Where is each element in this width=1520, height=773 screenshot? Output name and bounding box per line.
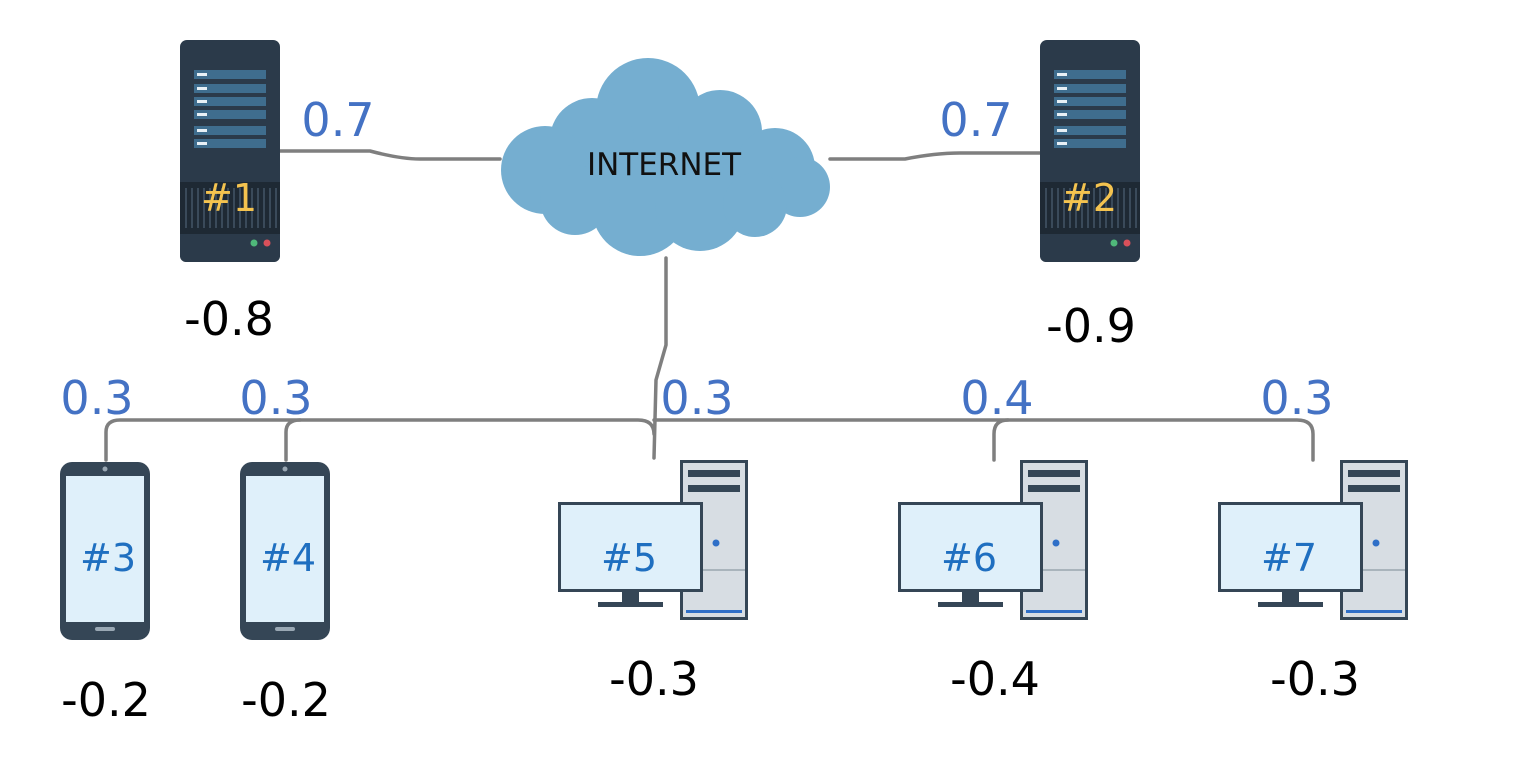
client-3: #3 0.3 -0.2 xyxy=(60,371,151,727)
client-6: #6 0.4 -0.4 xyxy=(897,371,1089,706)
server-2-score: -0.9 xyxy=(1046,299,1136,353)
client-3-link-weight: 0.3 xyxy=(60,371,133,425)
client-5-link-weight: 0.3 xyxy=(660,371,733,425)
wires xyxy=(104,149,1315,462)
client-3-id: #3 xyxy=(80,536,136,580)
client-4-score: -0.2 xyxy=(241,673,331,727)
server-2-id: #2 xyxy=(1061,176,1117,220)
client-7-id: #7 xyxy=(1261,536,1317,580)
cloud-icon xyxy=(501,58,830,256)
server-2: #2 0.7 -0.9 xyxy=(939,39,1141,353)
client-4: #4 0.3 -0.2 xyxy=(239,371,330,727)
client-6-score: -0.4 xyxy=(950,652,1040,706)
server-1: #1 0.7 -0.8 xyxy=(179,39,375,346)
wire-bus-right xyxy=(652,418,1315,462)
server-1-id: #1 xyxy=(201,176,257,220)
server-1-link-weight: 0.7 xyxy=(301,93,374,147)
client-4-link-weight: 0.3 xyxy=(239,371,312,425)
wire-cloud-bus xyxy=(652,256,668,460)
client-4-id: #4 xyxy=(260,536,316,580)
server-icon xyxy=(1039,39,1141,263)
wire-drop-4 xyxy=(284,418,302,462)
client-6-link-weight: 0.4 xyxy=(960,371,1033,425)
client-5: #5 0.3 -0.3 xyxy=(557,371,749,706)
server-2-link-weight: 0.7 xyxy=(939,93,1012,147)
client-7-link-weight: 0.3 xyxy=(1260,371,1333,425)
client-6-id: #6 xyxy=(941,536,997,580)
internet-cloud: INTERNET xyxy=(501,58,830,256)
wire-cloud-server2 xyxy=(828,151,1042,161)
wire-bus-left xyxy=(104,418,656,462)
client-3-score: -0.2 xyxy=(61,673,151,727)
server-icon xyxy=(179,39,281,263)
client-5-id: #5 xyxy=(601,536,657,580)
client-7-score: -0.3 xyxy=(1270,652,1360,706)
client-5-score: -0.3 xyxy=(609,652,699,706)
server-1-score: -0.8 xyxy=(184,292,274,346)
wire-server1-cloud xyxy=(278,149,502,161)
cloud-label: INTERNET xyxy=(587,147,742,183)
client-7: #7 0.3 -0.3 xyxy=(1217,371,1409,706)
wire-drop-6 xyxy=(992,418,1010,462)
